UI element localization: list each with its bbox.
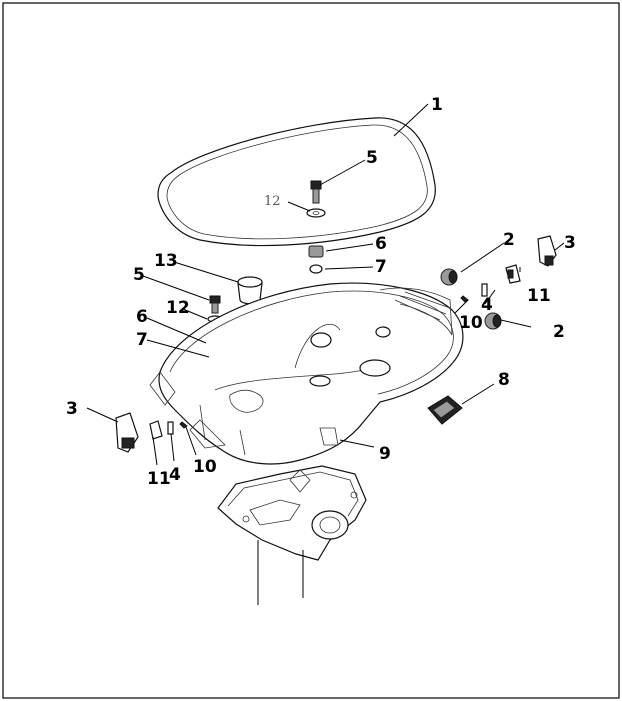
callout-12-lower: 12	[166, 298, 190, 318]
callout-7-upper: 7	[375, 257, 387, 277]
part-4-spring-left	[167, 421, 174, 435]
part-3-lock-right	[537, 235, 557, 267]
lower-frame-bracket	[217, 465, 367, 561]
part-11-latch-left	[149, 420, 163, 440]
callout-6-upper: 6	[375, 234, 387, 254]
callout-10-right: 10	[459, 313, 483, 333]
callout-11-left: 11	[147, 469, 171, 489]
callout-2-upper: 2	[503, 230, 515, 250]
callout-11-right: 11	[527, 286, 551, 306]
part-8-rubber-pad	[427, 395, 463, 425]
part-9-storage-box	[149, 282, 464, 465]
callout-2-lower: 2	[553, 322, 565, 342]
callout-12-upper: 12	[264, 194, 281, 209]
part-10-pin-right	[460, 295, 469, 303]
part-2-grommet-upper	[440, 268, 458, 286]
callout-3-right: 3	[564, 233, 576, 253]
callout-6-lower: 6	[136, 307, 148, 327]
part-10-pin-left	[179, 421, 188, 429]
callout-4-left: 4	[169, 465, 181, 485]
leader-lines	[86, 103, 565, 466]
part-7-collar-upper	[309, 264, 323, 274]
part-12-washer-upper	[306, 208, 326, 218]
callout-13: 13	[154, 251, 178, 271]
part-1-lid	[157, 117, 436, 247]
part-6-damper-upper	[308, 245, 324, 258]
callout-3-left: 3	[66, 399, 78, 419]
part-4-spring-right	[481, 283, 488, 297]
callout-10-left: 10	[193, 457, 217, 477]
part-2-grommet-lower	[484, 312, 502, 330]
callout-9: 9	[379, 444, 391, 464]
callout-8: 8	[498, 370, 510, 390]
part-5-bolt-upper	[310, 180, 322, 204]
callout-5-lower: 5	[133, 265, 145, 285]
callout-4-right: 4	[481, 295, 493, 315]
callout-1: 1	[431, 95, 443, 115]
callout-numbers: 1 5 12 6 7 2 3 13 5 12 6 7 4 11 10 2 8 3…	[66, 95, 576, 489]
part-11-latch-right	[505, 264, 521, 284]
callout-7-lower: 7	[136, 330, 148, 350]
callout-5-upper: 5	[366, 148, 378, 168]
part-3-lock-left	[115, 412, 139, 453]
part-5-bolt-lower	[209, 295, 221, 314]
